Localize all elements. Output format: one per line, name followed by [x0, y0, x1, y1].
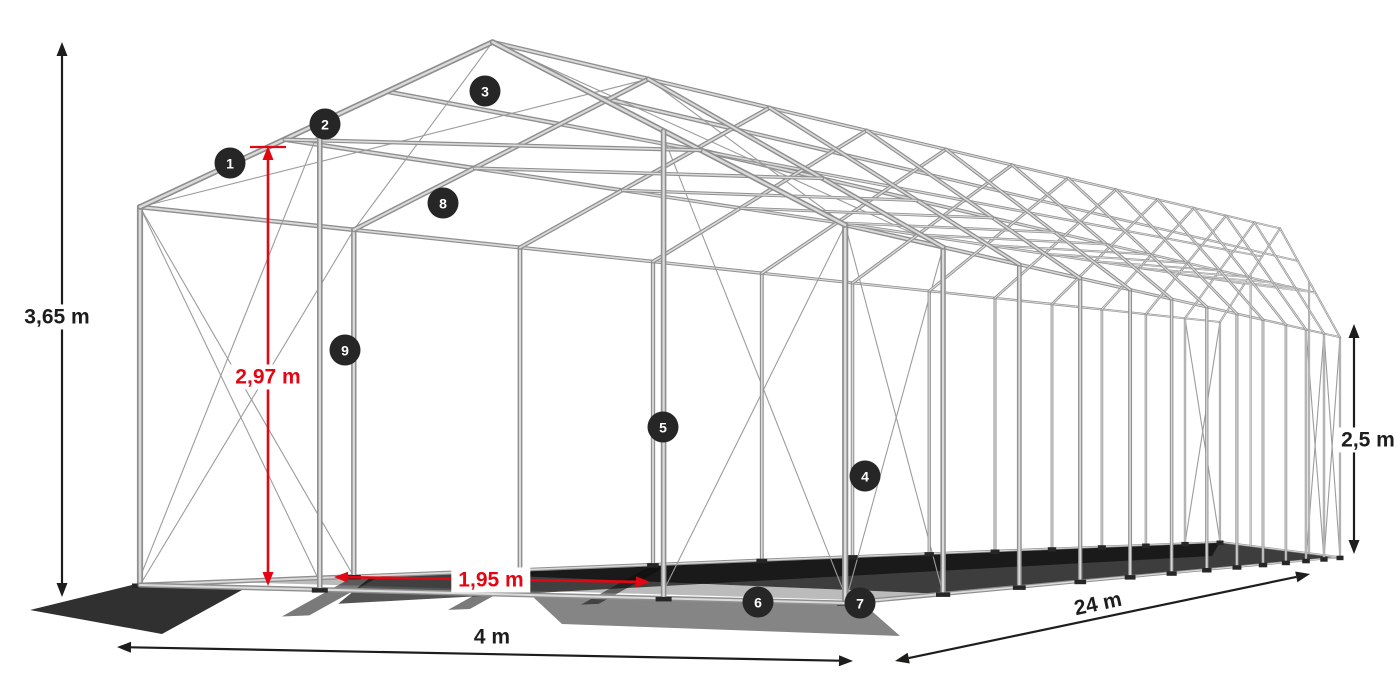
callout-badge-2: 2: [309, 108, 341, 140]
dimension-label-opening-width: 1,95 m: [451, 567, 531, 593]
dimension-label-clear-height: 2,97 m: [228, 364, 308, 390]
callout-badge-8: 8: [427, 187, 459, 219]
callout-badge-3: 3: [469, 75, 501, 107]
dimension-arrows: [56, 42, 1360, 667]
callout-badge-6: 6: [742, 586, 774, 618]
dimension-label-side-height: 2,5 m: [1334, 427, 1400, 453]
dimension-label-total-height: 3,65 m: [17, 304, 97, 330]
callout-badge-7: 7: [844, 587, 876, 619]
callout-badge-1: 1: [214, 147, 246, 179]
dimension-label-width: 4 m: [466, 624, 518, 650]
callout-badge-5: 5: [647, 411, 679, 443]
callout-badge-4: 4: [849, 460, 881, 492]
callout-badge-9: 9: [329, 334, 361, 366]
